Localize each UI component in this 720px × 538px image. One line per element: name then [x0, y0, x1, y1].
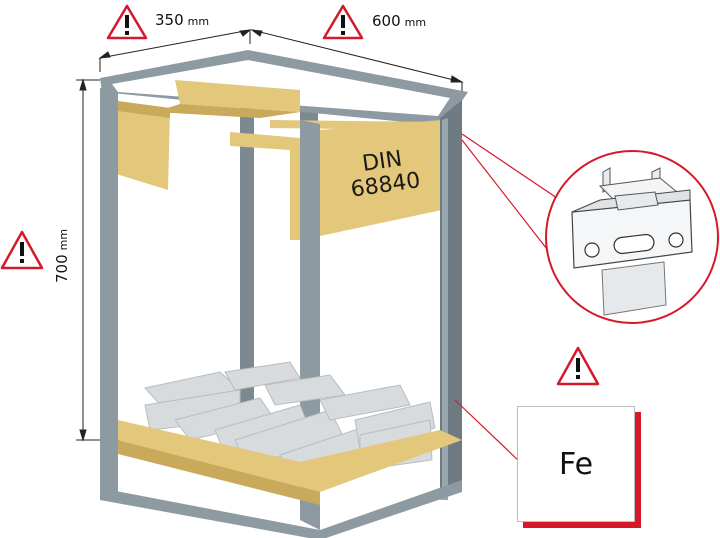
wood-side-panel [110, 100, 300, 240]
dimension-lines [76, 29, 464, 442]
warning-triangle-icon [106, 4, 148, 40]
material-symbol: Fe [558, 446, 594, 482]
dimension-depth-value: 350 [155, 11, 184, 29]
warning-triangle-icon [556, 346, 600, 386]
dimension-depth-unit: mm [187, 15, 210, 28]
din-rail-clip-detail [545, 150, 719, 324]
dimension-width-unit: mm [404, 16, 427, 29]
warning-triangle-icon [322, 4, 364, 40]
warning-triangle-icon [0, 230, 44, 270]
rack-frame-bottom [100, 420, 462, 538]
din-sign-panel [320, 120, 442, 236]
material-box: Fe [517, 406, 635, 522]
dimension-height-value: 700 [53, 254, 71, 283]
dimension-width-value: 600 [372, 12, 401, 30]
dimension-height-unit: mm [57, 228, 70, 251]
dimension-height-label: 700 mm [52, 229, 71, 283]
